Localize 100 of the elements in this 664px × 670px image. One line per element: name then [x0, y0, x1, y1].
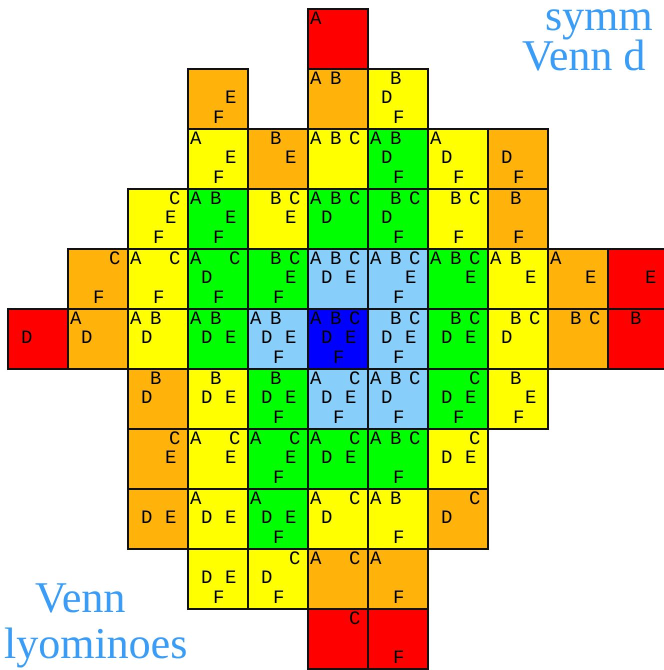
set-letter: D: [81, 329, 92, 348]
set-letter: F: [333, 349, 344, 368]
region-cell: [487, 248, 549, 310]
set-letter: F: [153, 289, 164, 308]
set-letter: F: [393, 409, 404, 428]
set-letter: D: [381, 149, 392, 168]
region-cell: [307, 8, 369, 70]
set-letter: C: [349, 430, 360, 449]
set-letter: E: [345, 329, 356, 348]
set-letter: A: [370, 250, 382, 269]
region-cell: [367, 128, 429, 190]
set-letter: C: [349, 610, 360, 629]
region-cell: [127, 428, 189, 490]
set-letter: F: [213, 589, 224, 608]
set-letter: C: [469, 250, 480, 269]
set-letter: D: [381, 329, 392, 348]
set-letter: D: [201, 329, 212, 348]
set-letter: D: [141, 389, 152, 408]
set-letter: D: [201, 269, 212, 288]
region-cell: [67, 308, 129, 370]
set-letter: C: [289, 190, 300, 209]
set-letter: F: [453, 409, 464, 428]
region-cell: [247, 248, 309, 310]
set-letter: E: [285, 329, 296, 348]
set-letter: E: [225, 449, 236, 468]
set-letter: B: [270, 310, 282, 329]
region-cell: [307, 368, 369, 430]
set-letter: F: [213, 169, 224, 188]
region-cell: [367, 428, 429, 490]
set-letter: B: [210, 310, 222, 329]
set-letter: B: [390, 310, 402, 329]
set-letter: B: [390, 70, 402, 89]
set-letter: E: [165, 449, 176, 468]
set-letter: D: [321, 509, 332, 528]
set-letter: A: [310, 430, 322, 449]
set-letter: B: [390, 370, 402, 389]
region-cell: [247, 368, 309, 430]
set-letter: F: [393, 289, 404, 308]
set-letter: E: [525, 389, 536, 408]
set-letter: F: [393, 649, 404, 668]
set-letter: A: [310, 70, 322, 89]
set-letter: D: [321, 269, 332, 288]
set-letter: D: [261, 509, 272, 528]
set-letter: A: [310, 190, 322, 209]
region-cell: [367, 548, 429, 610]
set-letter: C: [289, 550, 300, 569]
set-letter: E: [405, 269, 416, 288]
set-letter: F: [273, 469, 284, 488]
set-letter: B: [270, 130, 282, 149]
set-letter: B: [510, 250, 522, 269]
set-letter: F: [393, 109, 404, 128]
region-cell: [307, 68, 369, 130]
set-letter: D: [501, 329, 512, 348]
set-letter: C: [469, 430, 480, 449]
region-cell: [67, 248, 129, 310]
region-cell: [187, 128, 249, 190]
set-letter: B: [330, 310, 342, 329]
set-letter: C: [349, 250, 360, 269]
set-letter: E: [225, 149, 236, 168]
set-letter: E: [285, 449, 296, 468]
set-letter: F: [513, 169, 524, 188]
set-letter: B: [450, 190, 462, 209]
region-cell: [487, 308, 549, 370]
set-letter: D: [441, 149, 452, 168]
set-letter: A: [370, 130, 382, 149]
set-letter: B: [450, 310, 462, 329]
set-letter: F: [513, 229, 524, 248]
region-cell: [187, 368, 249, 430]
set-letter: F: [393, 169, 404, 188]
set-letter: C: [469, 370, 480, 389]
region-cell: [307, 188, 369, 250]
region-cell: [427, 248, 489, 310]
set-letter: B: [390, 190, 402, 209]
region-cell: [367, 248, 429, 310]
set-letter: E: [345, 449, 356, 468]
region-cell: [187, 488, 249, 550]
set-letter: B: [150, 310, 162, 329]
region-cell: [607, 308, 664, 370]
region-cell: [547, 248, 609, 310]
set-letter: E: [225, 509, 236, 528]
region-cell: [607, 248, 664, 310]
set-letter: B: [330, 250, 342, 269]
set-letter: F: [213, 109, 224, 128]
set-letter: B: [630, 310, 642, 329]
set-letter: E: [465, 269, 476, 288]
set-letter: C: [409, 310, 420, 329]
set-letter: C: [349, 490, 360, 509]
set-letter: E: [585, 269, 596, 288]
heading-text: Venn: [35, 576, 126, 620]
set-letter: B: [270, 190, 282, 209]
set-letter: F: [273, 409, 284, 428]
set-letter: E: [345, 269, 356, 288]
set-letter: E: [405, 329, 416, 348]
set-letter: A: [250, 310, 262, 329]
set-letter: F: [273, 589, 284, 608]
region-cell: [367, 488, 429, 550]
region-cell: [427, 128, 489, 190]
set-letter: C: [409, 250, 420, 269]
region-cell: [187, 308, 249, 370]
region-cell: [307, 428, 369, 490]
